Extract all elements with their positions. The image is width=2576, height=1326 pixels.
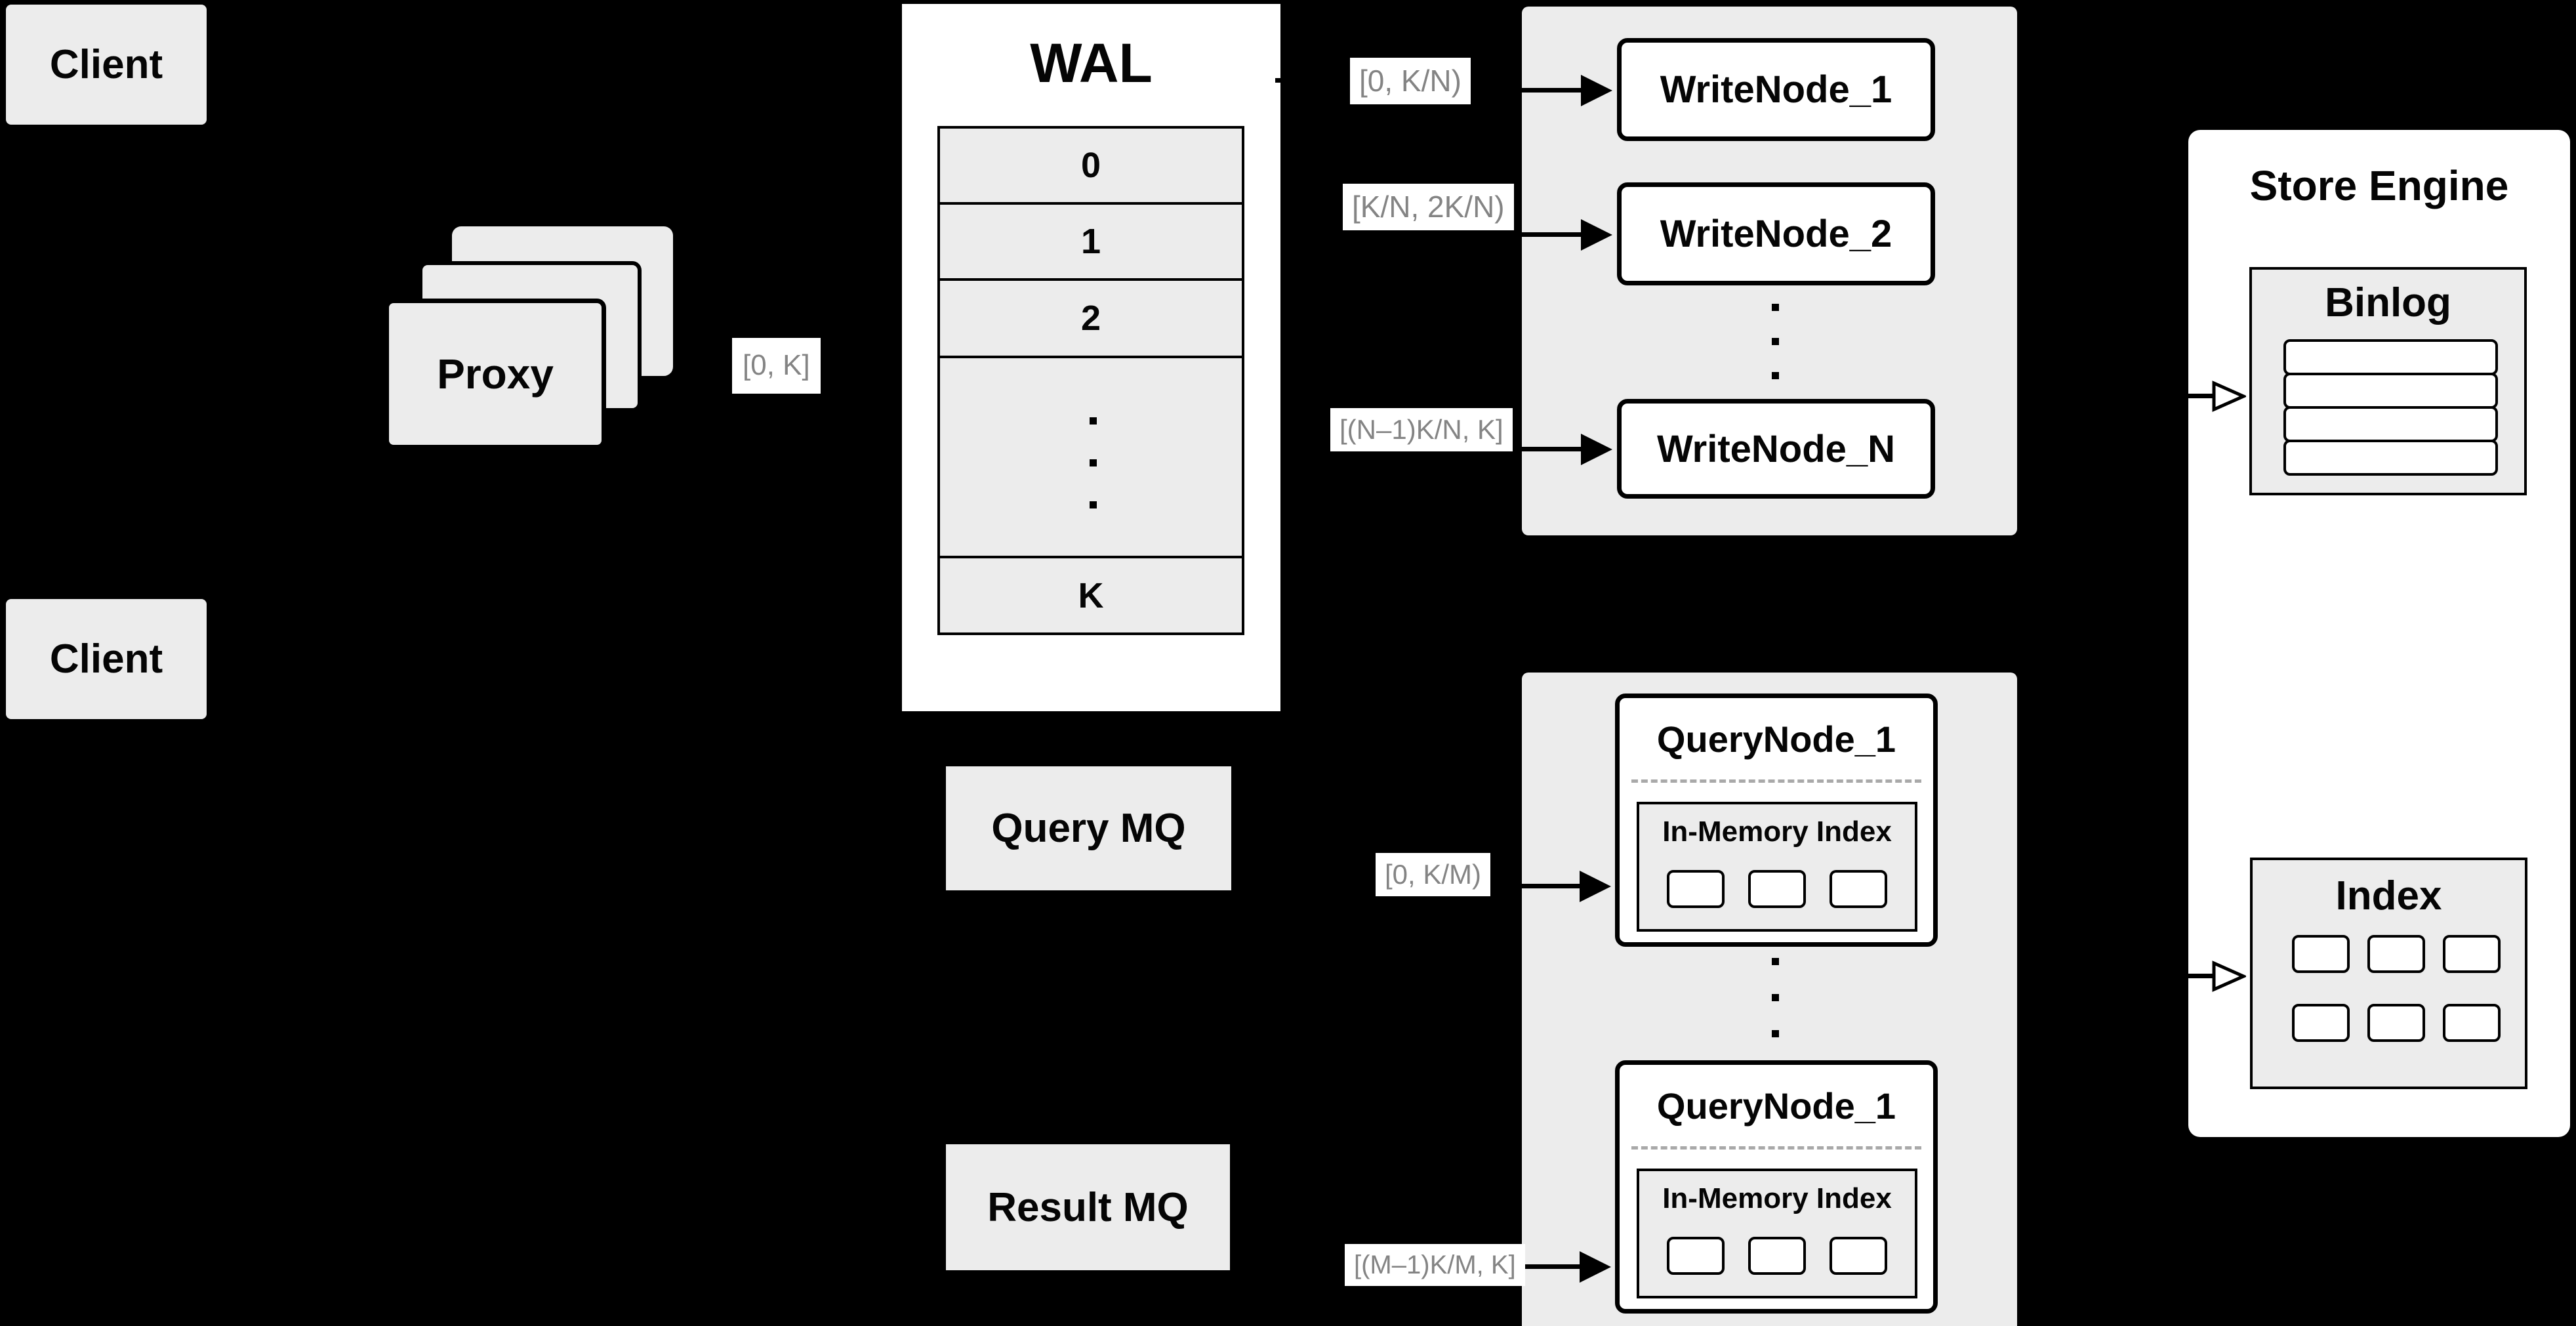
segment-cell xyxy=(1667,870,1725,908)
arrow-line-write-1 xyxy=(1476,88,1584,93)
query-node-1: QueryNode_1 In-Memory Index xyxy=(1615,694,1938,947)
write-node-2-label: WriteNode_2 xyxy=(1660,213,1892,255)
arrow-line-index xyxy=(2188,974,2215,978)
wal-segment-0: 0 xyxy=(1080,146,1101,185)
open-arrowhead-binlog xyxy=(2212,381,2246,412)
ellipsis-dot xyxy=(1772,994,1779,1001)
query-range-label-2: [(M–1)K/M, K] xyxy=(1345,1244,1525,1286)
write-node-1-label: WriteNode_1 xyxy=(1660,68,1892,111)
query-node-1-title: QueryNode_1 xyxy=(1656,718,1896,760)
segment-cell xyxy=(1830,870,1887,908)
segment-cell-row xyxy=(1639,870,1915,908)
client-box-top: Client xyxy=(6,5,207,125)
binlog-title: Binlog xyxy=(2325,280,2451,325)
index-cell xyxy=(2443,1004,2501,1042)
wal-segment-row: 0 xyxy=(940,129,1242,205)
arrow-line-write-2 xyxy=(1512,232,1584,237)
ellipsis-dot xyxy=(1090,459,1097,466)
segment-cell xyxy=(1830,1237,1887,1275)
wal-title: WAL xyxy=(1030,31,1153,94)
ellipsis-dot xyxy=(1090,417,1097,425)
index-cell xyxy=(2292,1004,2350,1042)
open-arrowhead-index xyxy=(2212,961,2246,992)
arrowhead-query-2 xyxy=(1580,1251,1611,1283)
index-cell xyxy=(2292,935,2350,973)
arrowhead-query-1 xyxy=(1580,871,1611,902)
index-cell xyxy=(2443,935,2501,973)
client-box-bottom: Client xyxy=(6,599,207,719)
query-node-2: QueryNode_1 In-Memory Index xyxy=(1615,1060,1938,1314)
ellipsis-dot xyxy=(1772,304,1779,311)
binlog-row xyxy=(2283,440,2498,476)
wal-segment-row: K xyxy=(940,558,1242,632)
query-mq-label: Query MQ xyxy=(991,806,1186,851)
query-range-label-1: [0, K/M) xyxy=(1376,853,1491,897)
arrowhead-write-2 xyxy=(1581,219,1612,251)
index-cell xyxy=(2367,1004,2425,1042)
write-node-n: WriteNode_N xyxy=(1617,399,1935,499)
query-node-2-title: QueryNode_1 xyxy=(1656,1085,1896,1127)
proxy-label: Proxy xyxy=(437,350,554,398)
write-node-n-label: WriteNode_N xyxy=(1656,427,1896,470)
binlog-box: Binlog xyxy=(2249,267,2527,495)
index-cell-grid xyxy=(2292,935,2501,1042)
client-top-label: Client xyxy=(49,42,163,87)
arrow-line-write-3 xyxy=(1515,447,1584,451)
dashed-divider xyxy=(1631,779,1921,783)
proxy-box: Proxy xyxy=(384,299,606,449)
arrow-stub xyxy=(1275,78,1281,83)
arrow-line-query-1 xyxy=(1484,884,1582,888)
wal-segment-1: 1 xyxy=(1080,222,1101,261)
write-range-label-2: [K/N, 2K/N) xyxy=(1343,184,1514,231)
query-mq-box: Query MQ xyxy=(946,766,1231,890)
wal-segment-row: 2 xyxy=(940,281,1242,358)
write-node-2: WriteNode_2 xyxy=(1617,182,1935,285)
result-mq-label: Result MQ xyxy=(987,1184,1189,1230)
arrow-line-query-2 xyxy=(1510,1264,1582,1269)
index-box: Index xyxy=(2250,858,2527,1089)
in-memory-index-box-1: In-Memory Index xyxy=(1637,802,1917,932)
ellipsis-dot xyxy=(1772,338,1779,345)
index-cell xyxy=(2367,935,2425,973)
wal-segment-k: K xyxy=(1078,575,1104,615)
arrowhead-write-3 xyxy=(1581,434,1612,465)
index-title: Index xyxy=(2335,873,2442,919)
write-node-1: WriteNode_1 xyxy=(1617,38,1935,141)
store-engine-title: Store Engine xyxy=(2249,162,2509,209)
binlog-row xyxy=(2283,373,2498,409)
wal-segment-row: 1 xyxy=(940,205,1242,281)
ellipsis-dot xyxy=(1772,958,1779,965)
arrow-line-binlog xyxy=(2188,394,2215,398)
ellipsis-dot xyxy=(1772,372,1779,379)
proxy-range-label: [0, K] xyxy=(732,338,821,394)
segment-cell xyxy=(1748,1237,1806,1275)
binlog-row xyxy=(2283,406,2498,442)
store-engine: Store Engine Binlog Index xyxy=(2188,130,2570,1137)
arrowhead-write-1 xyxy=(1581,75,1612,106)
segment-cell xyxy=(1748,870,1806,908)
segment-cell xyxy=(1667,1237,1725,1275)
ellipsis-dot xyxy=(1772,1030,1779,1037)
wal-ellipsis-row xyxy=(940,358,1242,558)
in-memory-index-box-2: In-Memory Index xyxy=(1637,1169,1917,1298)
write-range-label-3: [(N–1)K/N, K] xyxy=(1330,408,1513,452)
wal-container: WAL 0 1 2 K xyxy=(902,4,1280,711)
binlog-row xyxy=(2283,339,2498,375)
client-bottom-label: Client xyxy=(49,636,163,682)
wal-log-table: 0 1 2 K xyxy=(937,126,1244,635)
dashed-divider xyxy=(1631,1146,1921,1150)
result-mq-box: Result MQ xyxy=(946,1144,1230,1270)
ellipsis-dot xyxy=(1090,501,1097,508)
segment-cell-row xyxy=(1639,1237,1915,1275)
write-range-label-1: [0, K/N) xyxy=(1350,58,1471,105)
wal-segment-2: 2 xyxy=(1080,299,1101,338)
in-memory-index-title: In-Memory Index xyxy=(1662,1182,1892,1214)
in-memory-index-title: In-Memory Index xyxy=(1662,816,1892,848)
